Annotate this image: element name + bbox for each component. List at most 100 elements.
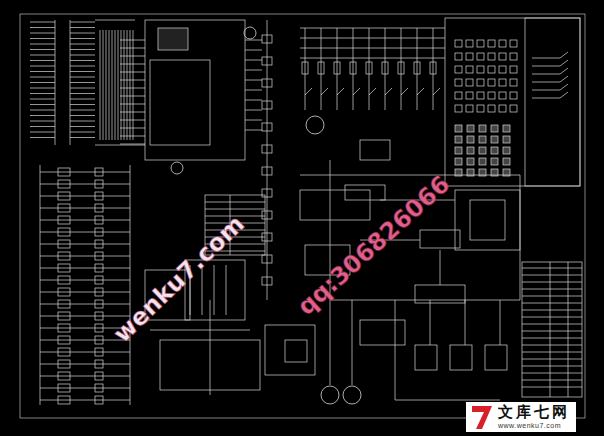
wire <box>120 72 145 73</box>
component-box <box>466 105 473 112</box>
wire <box>106 30 107 140</box>
component-box <box>499 40 506 47</box>
wire <box>40 292 130 293</box>
wire <box>245 110 262 111</box>
wire <box>353 88 360 95</box>
wire <box>70 49 95 50</box>
wire <box>245 130 262 131</box>
wire <box>500 300 501 345</box>
wire <box>120 40 145 41</box>
wire <box>30 38 55 39</box>
wire <box>40 268 130 269</box>
wire <box>70 115 95 116</box>
wire <box>30 22 55 23</box>
component-box <box>58 168 70 176</box>
wire <box>130 165 131 405</box>
wire <box>30 60 55 61</box>
component-box <box>491 125 498 132</box>
component-box <box>150 60 210 145</box>
wire <box>70 22 95 23</box>
wire <box>532 74 560 75</box>
wire <box>70 33 95 34</box>
component-box <box>58 336 70 344</box>
wire <box>70 38 95 39</box>
component-box <box>491 136 498 143</box>
wire <box>30 99 55 100</box>
wire <box>214 265 215 315</box>
wire <box>150 330 250 331</box>
component-box <box>450 345 472 370</box>
component-box <box>430 62 436 74</box>
wire <box>385 88 392 95</box>
wire <box>395 400 500 401</box>
component-box <box>503 158 510 165</box>
wire <box>417 88 424 95</box>
wire <box>267 20 268 300</box>
wire <box>120 96 145 97</box>
component-box <box>455 53 462 60</box>
wire <box>70 132 95 133</box>
wire <box>522 303 582 304</box>
wire <box>103 30 104 140</box>
logo-mark <box>472 406 492 429</box>
component-box <box>477 40 484 47</box>
component-box <box>467 158 474 165</box>
component-box <box>58 228 70 236</box>
wire <box>532 58 560 59</box>
wire <box>70 88 95 89</box>
component-box <box>488 66 495 73</box>
component-box <box>477 105 484 112</box>
wire <box>30 49 55 50</box>
wire <box>560 84 568 90</box>
wire <box>321 88 328 95</box>
wire <box>70 82 95 83</box>
component-box <box>334 62 340 74</box>
wire <box>417 28 418 110</box>
wire <box>40 165 41 405</box>
wire <box>300 48 445 49</box>
wire <box>70 44 95 45</box>
wire <box>40 400 130 401</box>
component-box <box>499 66 506 73</box>
wire <box>245 60 262 61</box>
wire <box>352 300 353 385</box>
wire <box>55 20 56 145</box>
wire <box>40 352 130 353</box>
wire <box>430 300 431 345</box>
component-box <box>466 53 473 60</box>
wire <box>321 28 322 110</box>
component-box <box>300 190 370 220</box>
component-box <box>95 288 103 296</box>
wire <box>70 71 95 72</box>
wire <box>522 324 582 325</box>
component-box <box>382 62 388 74</box>
component-box <box>503 136 510 143</box>
wire <box>120 144 145 145</box>
component-box <box>58 216 70 224</box>
component-box <box>95 324 103 332</box>
wire <box>245 40 262 41</box>
component-box <box>95 372 103 380</box>
wire <box>120 56 145 57</box>
component-box <box>479 158 486 165</box>
component-box <box>466 92 473 99</box>
wire <box>522 359 582 360</box>
wire <box>300 28 445 29</box>
component-box <box>58 264 70 272</box>
component-box <box>503 125 510 132</box>
wire <box>560 76 568 82</box>
component-box <box>398 62 404 74</box>
wire <box>40 220 130 221</box>
wire <box>40 280 130 281</box>
wire <box>522 345 582 346</box>
wire <box>40 256 130 257</box>
motor-symbol <box>171 162 183 174</box>
wire <box>40 208 130 209</box>
wire <box>40 388 130 389</box>
wire <box>522 338 582 339</box>
component-box <box>58 204 70 212</box>
wire <box>205 209 265 210</box>
component-box <box>479 147 486 154</box>
wire <box>30 44 55 45</box>
wire <box>120 136 145 137</box>
